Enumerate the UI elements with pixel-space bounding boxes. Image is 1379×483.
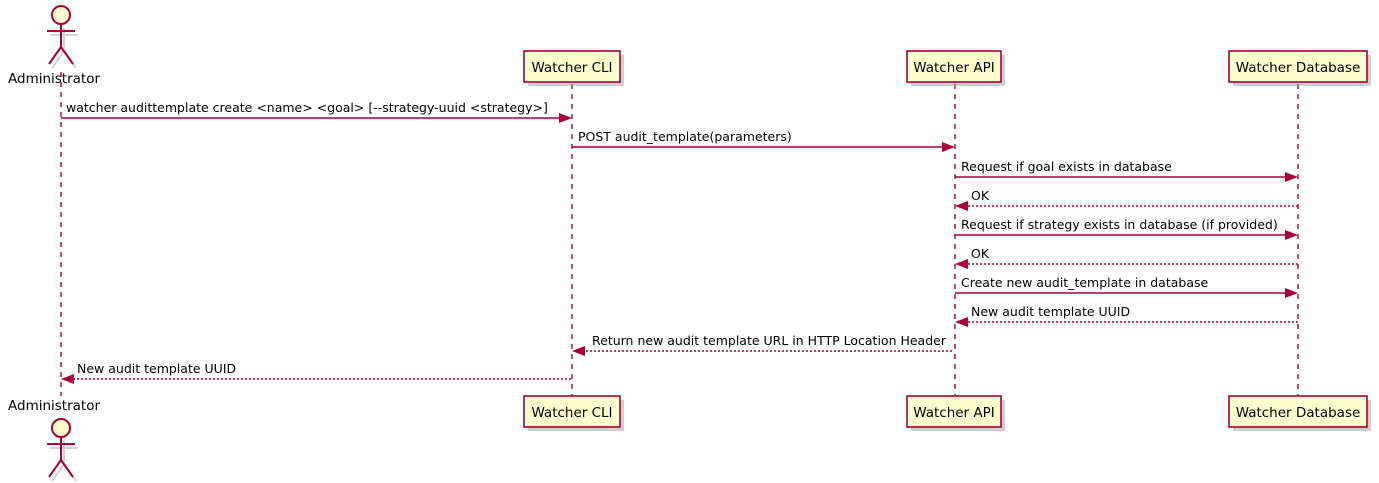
lifelines [60, 72, 1299, 396]
participant-label-watcher-api-top: Watcher API [913, 60, 995, 76]
message-2-arrowhead [942, 142, 955, 152]
actor-shadow-top [50, 28, 78, 69]
message-3-arrowhead [1285, 172, 1298, 182]
participant-box-watcher-database-top[interactable]: Watcher Database [1228, 50, 1371, 86]
message-8-arrowhead [955, 317, 968, 327]
message-5-arrowhead [1285, 230, 1298, 240]
box-rect-cli-top [523, 50, 621, 83]
actor-label-administrator-bottom: Administrator [8, 398, 100, 414]
message-6-label: OK [971, 246, 990, 261]
participant-label-watcher-database-top: Watcher Database [1236, 60, 1361, 76]
box-rect-api-top [906, 50, 1002, 83]
participant-box-watcher-cli-top[interactable]: Watcher CLI [523, 50, 624, 86]
participant-box-watcher-database-bottom[interactable]: Watcher Database [1228, 395, 1371, 431]
actor-head-icon-bottom [51, 418, 71, 438]
message-1[interactable]: watcher audittemplate create <name> <goa… [61, 100, 572, 123]
message-1-label: watcher audittemplate create <name> <goa… [66, 100, 548, 115]
actor-body-bottom [47, 437, 75, 478]
participant-box-watcher-api-top[interactable]: Watcher API [906, 50, 1005, 86]
participant-box-watcher-api-bottom[interactable]: Watcher API [906, 395, 1005, 431]
message-7-label: Create new audit_template in database [961, 275, 1208, 290]
message-10-arrowhead [61, 374, 74, 384]
message-6-arrowhead [955, 259, 968, 269]
actor-administrator-bottom[interactable]: Administrator [8, 398, 100, 482]
actor-label-administrator-top: Administrator [8, 71, 100, 87]
message-7[interactable]: Create new audit_template in database [955, 275, 1298, 298]
box-rect-db-top [1228, 50, 1368, 83]
participant-label-watcher-cli-top: Watcher CLI [531, 60, 612, 76]
message-5-label: Request if strategy exists in database (… [961, 217, 1278, 232]
box-rect-db-bottom [1228, 395, 1368, 428]
message-4-label: OK [971, 188, 990, 203]
message-8[interactable]: New audit template UUID [955, 304, 1298, 327]
message-3-label: Request if goal exists in database [961, 159, 1172, 174]
message-3[interactable]: Request if goal exists in database [955, 159, 1298, 182]
message-9[interactable]: Return new audit template URL in HTTP Lo… [572, 333, 952, 356]
message-10[interactable]: New audit template UUID [61, 361, 571, 384]
box-rect-cli-bottom [523, 395, 621, 428]
actor-administrator-top[interactable]: Administrator [8, 5, 100, 87]
message-7-arrowhead [1285, 288, 1298, 298]
actor-body-top [47, 24, 75, 65]
participant-label-watcher-cli-bottom: Watcher CLI [531, 405, 612, 421]
message-9-label: Return new audit template URL in HTTP Lo… [592, 333, 947, 348]
message-2-label: POST audit_template(parameters) [578, 129, 792, 144]
actor-shadow-bottom [50, 441, 78, 482]
message-8-label: New audit template UUID [971, 304, 1130, 319]
message-4[interactable]: OK [955, 188, 1298, 211]
participant-label-watcher-database-bottom: Watcher Database [1236, 405, 1361, 421]
message-2[interactable]: POST audit_template(parameters) [572, 129, 955, 152]
participant-box-watcher-cli-bottom[interactable]: Watcher CLI [523, 395, 624, 431]
box-rect-api-bottom [906, 395, 1002, 428]
message-6[interactable]: OK [955, 246, 1298, 269]
participant-label-watcher-api-bottom: Watcher API [913, 405, 995, 421]
actor-head-icon-top [51, 5, 71, 25]
message-9-arrowhead [572, 346, 585, 356]
message-1-arrowhead [559, 113, 572, 123]
message-5[interactable]: Request if strategy exists in database (… [955, 217, 1298, 240]
message-10-label: New audit template UUID [77, 361, 236, 376]
message-4-arrowhead [955, 201, 968, 211]
